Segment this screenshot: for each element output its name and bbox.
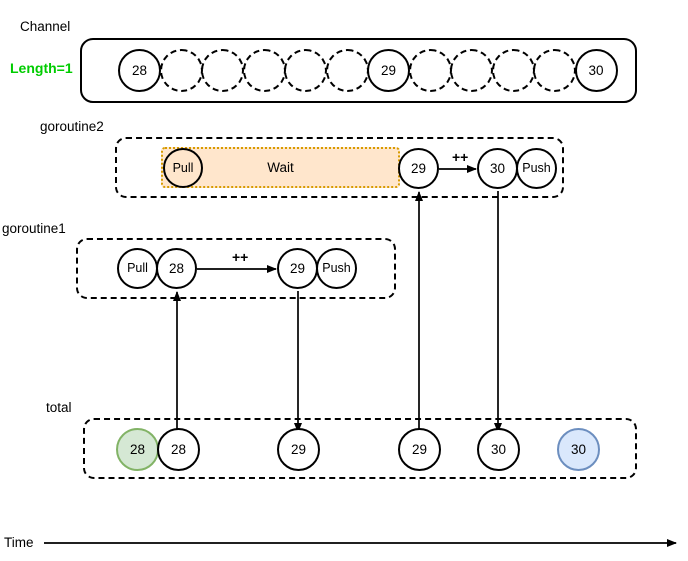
goroutine1-value-after-label: 29 xyxy=(289,260,306,276)
channel-length-label: Length=1 xyxy=(10,60,73,76)
total-slot-value: 28 xyxy=(170,441,187,457)
goroutine2-pull-circle: Pull xyxy=(163,148,203,188)
channel-slot-empty xyxy=(408,49,452,92)
goroutine1-pull-label: Pull xyxy=(127,261,148,276)
goroutine1-value-before-circle: 28 xyxy=(156,248,197,289)
channel-slot-empty xyxy=(491,49,535,92)
channel-slot-empty xyxy=(325,49,369,92)
goroutine1-value-after-circle: 29 xyxy=(277,248,318,289)
total-slot-plain: 29 xyxy=(277,428,320,471)
goroutine2-value-after-circle: 30 xyxy=(477,148,518,189)
total-slot-plain: 29 xyxy=(398,428,441,471)
channel-slot-empty xyxy=(533,49,576,92)
channel-slot-empty xyxy=(242,49,286,92)
total-slot-value: 30 xyxy=(570,441,587,457)
goroutine2-pull-label: Pull xyxy=(172,160,194,175)
total-slot-value: 28 xyxy=(129,441,146,457)
total-slot-blue: 30 xyxy=(557,428,600,471)
goroutine2-wait-box: Wait xyxy=(161,147,400,188)
channel-slot-empty xyxy=(201,49,244,92)
total-track xyxy=(83,418,637,479)
goroutine1-pull-circle: Pull xyxy=(117,248,158,289)
goroutine1-label: goroutine1 xyxy=(2,221,66,236)
goroutine1-value-before-label: 28 xyxy=(168,260,185,276)
total-slot-green: 28 xyxy=(116,428,159,471)
goroutine2-track xyxy=(115,137,564,198)
goroutine2-push-circle: Push xyxy=(516,148,557,189)
channel-label: Channel xyxy=(20,19,71,34)
goroutine1-push-circle: Push xyxy=(316,248,357,289)
channel-slot-filled: 28 xyxy=(118,49,161,92)
channel-slot-empty xyxy=(284,49,327,92)
total-slot-value: 29 xyxy=(411,441,428,457)
goroutine2-value-before-circle: 29 xyxy=(398,148,439,189)
channel-slot-empty xyxy=(159,49,203,92)
goroutine2-value-before-label: 29 xyxy=(410,160,427,176)
channel-slot-value: 30 xyxy=(588,62,604,78)
goroutine2-increment-label: ++ xyxy=(452,149,469,165)
goroutine2-value-after-label: 30 xyxy=(489,160,506,176)
goroutine1-push-label: Push xyxy=(322,261,351,276)
channel-slot-filled: 30 xyxy=(574,49,618,92)
total-slot-value: 30 xyxy=(490,441,507,457)
goroutine2-label: goroutine2 xyxy=(40,119,104,134)
channel-slot-value: 29 xyxy=(380,62,397,78)
goroutine2-wait-label: Wait xyxy=(267,160,294,175)
goroutine2-push-label: Push xyxy=(522,161,551,176)
time-axis-label: Time xyxy=(4,535,34,550)
total-slot-plain: 28 xyxy=(157,428,200,471)
goroutine1-track xyxy=(76,238,396,299)
channel-slot-filled: 29 xyxy=(367,49,410,92)
goroutine1-increment-label: ++ xyxy=(232,249,249,265)
channel-slot-empty xyxy=(450,49,493,92)
total-slot-plain: 30 xyxy=(477,428,520,471)
total-label: total xyxy=(46,400,72,415)
channel-slot-value: 28 xyxy=(131,62,148,78)
total-slot-value: 29 xyxy=(290,441,307,457)
